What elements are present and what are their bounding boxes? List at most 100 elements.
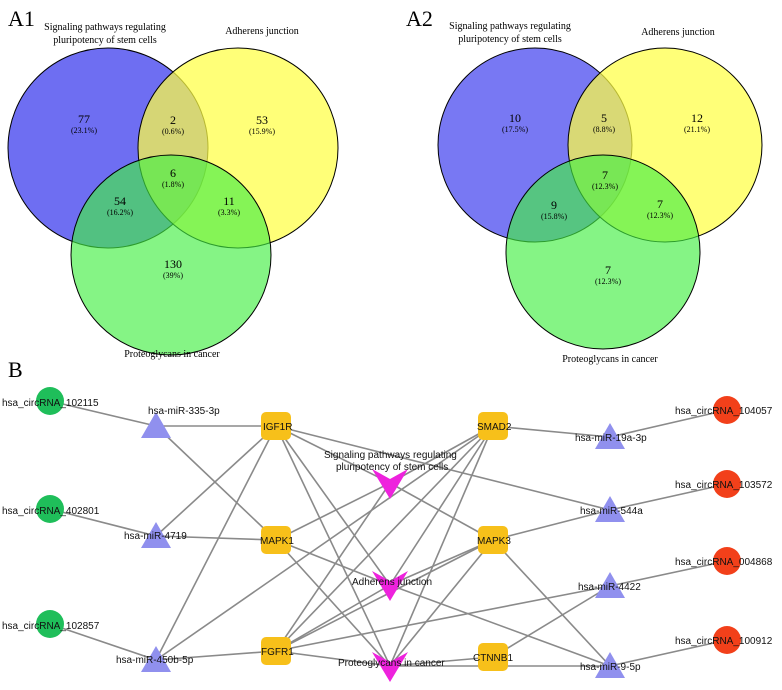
- network-edge-g5-m5: [492, 509, 611, 541]
- venn-a2-label-signaling-line2: pluripotency of stem cells: [458, 34, 562, 45]
- venn-a1-pct: (23.1%): [71, 126, 97, 135]
- circrna-circle-icon: [36, 610, 64, 638]
- network-edge-g5-p2: [389, 539, 494, 586]
- venn-a1-count: 11: [223, 194, 235, 208]
- network-edge-g5-g3: [275, 539, 494, 652]
- network-edge-m7-g5: [492, 539, 611, 667]
- network-edge-g3-p2: [275, 584, 391, 652]
- network-edge-g3-p3: [275, 650, 391, 667]
- venn-a2-count: 10: [509, 111, 521, 125]
- network-node-label: CTNNB1: [473, 653, 513, 664]
- venn-a1-count: 54: [114, 194, 126, 208]
- venn-a2-label-proteoglycans: Proteoglycans in cancer: [562, 354, 658, 365]
- venn-a1-pct: (0.6%): [162, 127, 184, 136]
- network-node-label: MAPK1: [260, 536, 294, 547]
- network-node-g6: CTNNB1: [473, 643, 513, 671]
- venn-a1-label-adherens: Adherens junction: [225, 26, 299, 37]
- venn-a1-pct: (39%): [163, 271, 183, 280]
- network-edge-c2-m2: [49, 508, 157, 537]
- gene-rounded-square-icon: [261, 637, 291, 665]
- network-edge-g1-p1: [275, 425, 391, 484]
- network-node-label: hsa-miR-9-5p: [580, 662, 641, 673]
- network-node-m4: hsa-miR-19a-3p: [575, 423, 647, 449]
- gene-rounded-square-icon: [478, 412, 508, 440]
- network-node-label-line2: pluripotency of stem cells: [336, 462, 448, 473]
- network-node-label: hsa-miR-544a: [580, 506, 643, 517]
- network-node-c5: hsa_circRNA_103572: [675, 470, 773, 498]
- network-edge-m4-c4: [609, 409, 728, 438]
- network-node-p3: Proteoglycans in cancer: [338, 652, 445, 682]
- venn-a2-label-adherens: Adherens junction: [641, 27, 715, 38]
- network-node-label: hsa_circRNA_102857: [2, 621, 100, 632]
- network-edge-g3-p1: [275, 482, 391, 652]
- mirna-triangle-icon: [595, 423, 625, 449]
- network-node-label-line1: Signaling pathways regulating: [324, 450, 457, 461]
- pathway-chevron-icon: [372, 652, 408, 682]
- network-edge-g5-p3: [389, 539, 494, 667]
- network-node-m3: hsa-miR-450b-5p: [116, 646, 194, 672]
- network-edge-m2-g2: [155, 535, 277, 541]
- mirna-triangle-icon: [141, 412, 171, 438]
- network-node-label: hsa-miR-4422: [578, 582, 641, 593]
- network-node-g2: MAPK1: [260, 526, 294, 554]
- network-edge-m7-c7: [609, 639, 728, 667]
- network-edge-g4-p2: [389, 425, 494, 586]
- circrna-circle-icon: [713, 396, 741, 424]
- circrna-circle-icon: [713, 626, 741, 654]
- network-node-m6: hsa-miR-4422: [578, 572, 641, 598]
- venn-a2-count: 5: [601, 111, 607, 125]
- gene-rounded-square-icon: [261, 526, 291, 554]
- network-edge-g1-p2: [275, 425, 391, 586]
- circrna-circle-icon: [36, 387, 64, 415]
- venn-diagram-a1: Signaling pathways regulating pluripoten…: [7, 22, 339, 360]
- network-node-label: FGFR1: [261, 647, 294, 658]
- network-edge-m2-g1: [155, 425, 277, 537]
- venn-a1-count: 130: [164, 257, 182, 271]
- venn-a2-count: 9: [551, 198, 557, 212]
- venn-a1-pct: (15.9%): [249, 127, 275, 136]
- network-node-p2: Adherens junction: [352, 571, 432, 601]
- network-node-m5: hsa-miR-544a: [580, 496, 643, 522]
- venn-a1-label-signaling-line2: pluripotency of stem cells: [53, 35, 157, 46]
- network-node-c4: hsa_circRNA_104057: [675, 396, 773, 424]
- pathway-chevron-icon: [372, 571, 408, 601]
- network-edge-g4-p3: [389, 425, 494, 667]
- mirna-triangle-icon: [595, 652, 625, 678]
- network-node-g1: IGF1R: [261, 412, 292, 440]
- venn-a2-count: 12: [691, 111, 703, 125]
- network-edge-g6-p3: [389, 656, 494, 667]
- network-edge-c1-m1: [49, 400, 157, 427]
- venn-a1-pct: (3.3%): [218, 208, 240, 217]
- network-edge-g4-p1: [389, 425, 494, 484]
- circrna-circle-icon: [36, 495, 64, 523]
- venn-a2-pct: (12.3%): [595, 277, 621, 286]
- network-node-label: hsa-miR-450b-5p: [116, 655, 194, 666]
- network-edge-m7-p2: [389, 584, 611, 667]
- venn-a1-pct: (1.8%): [162, 180, 184, 189]
- mirna-triangle-icon: [595, 496, 625, 522]
- network-edge-m3-g1: [155, 425, 277, 661]
- venn-a1-label-signaling-line1: Signaling pathways regulating: [44, 22, 166, 33]
- network-node-label: MAPK3: [477, 536, 511, 547]
- venn-a2-label-signaling-line1: Signaling pathways regulating: [449, 21, 571, 32]
- network-edge-g2-p1: [275, 482, 391, 541]
- venn-a1-count: 6: [170, 166, 176, 180]
- network-node-label: hsa-miR-335-3p: [148, 406, 220, 417]
- network-node-label: hsa_circRNA_102115: [2, 398, 99, 409]
- venn-a1-label-proteoglycans: Proteoglycans in cancer: [124, 349, 220, 360]
- network-edge-m3-g3: [155, 650, 277, 661]
- venn-a1-count: 77: [78, 112, 90, 126]
- network-node-label: hsa_circRNA_402801: [2, 506, 100, 517]
- circrna-circle-icon: [713, 547, 741, 575]
- mirna-triangle-icon: [141, 646, 171, 672]
- panel-label-b: B: [8, 357, 23, 382]
- venn-a1-count: 53: [256, 113, 268, 127]
- network-node-c3: hsa_circRNA_102857: [2, 610, 100, 638]
- network-node-label: hsa_circRNA_100912: [675, 636, 773, 647]
- network-node-label: Adherens junction: [352, 577, 432, 588]
- venn-a2-pct: (8.8%): [593, 125, 615, 134]
- network-edge-m1-g2: [155, 425, 277, 541]
- network-node-m7: hsa-miR-9-5p: [580, 652, 641, 678]
- venn-a2-count: 7: [602, 168, 608, 182]
